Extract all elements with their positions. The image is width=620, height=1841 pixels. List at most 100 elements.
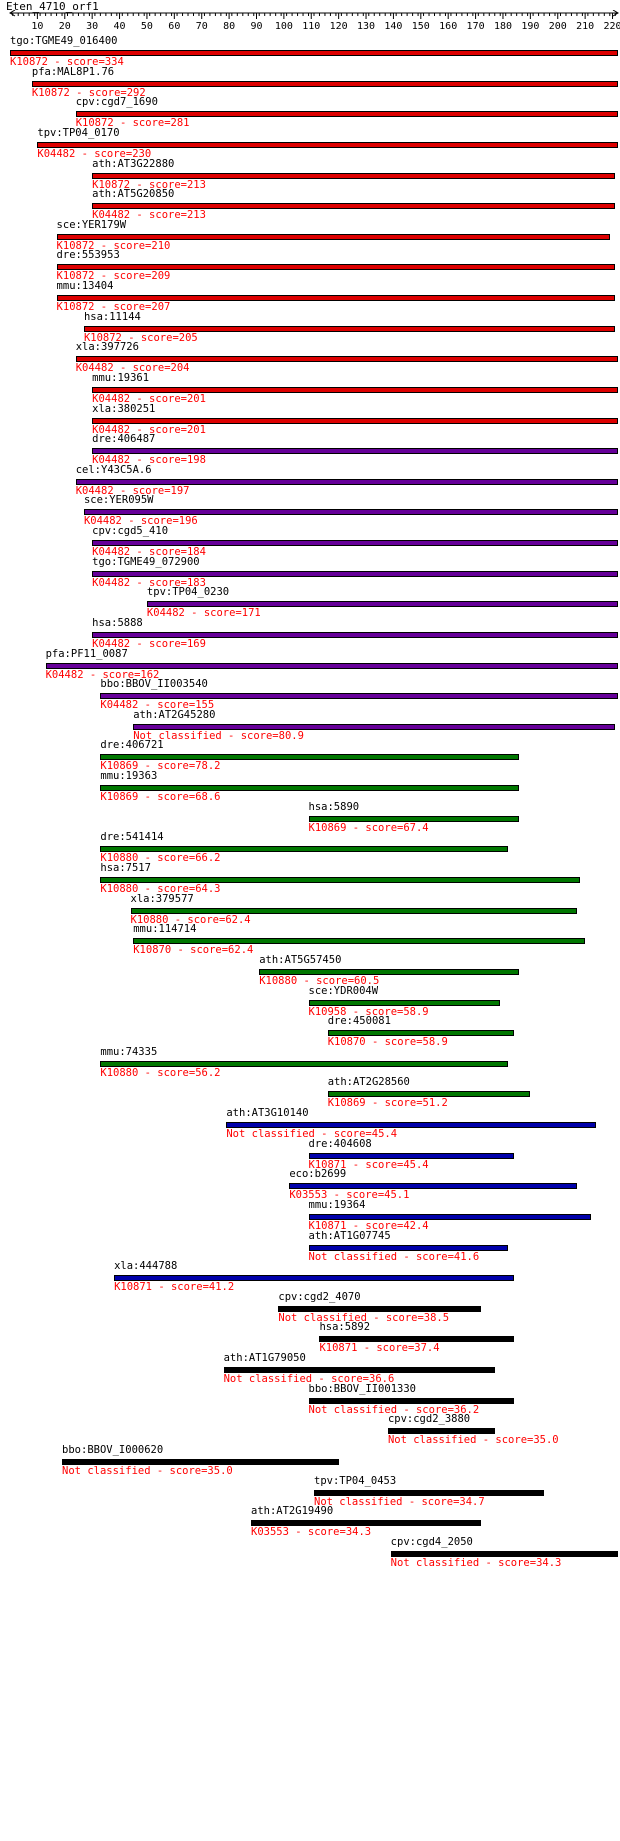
- hit-name[interactable]: bbo:BBOV_I000620: [62, 1443, 164, 1456]
- hit-name[interactable]: dre:553953: [56, 249, 120, 262]
- hit-name[interactable]: cpv:cgd2_4070: [278, 1290, 361, 1303]
- hit-name[interactable]: dre:450081: [327, 1015, 391, 1028]
- hit-name[interactable]: sce:YER095W: [83, 494, 154, 507]
- hit-name[interactable]: xla:380251: [92, 402, 156, 415]
- hit-name[interactable]: tgo:TGME49_072900: [92, 555, 200, 568]
- hit-name[interactable]: sce:YER179W: [56, 218, 127, 231]
- hit-name[interactable]: tgo:TGME49_016400: [10, 35, 118, 47]
- hit-name[interactable]: cpv:cgd2_3880: [387, 1413, 471, 1426]
- hit-name[interactable]: tpv:TP04_0170: [37, 126, 120, 139]
- hit-name[interactable]: cpv:cgd5_410: [92, 525, 169, 538]
- hit-name[interactable]: pfa:MAL8P1.76: [31, 65, 115, 78]
- hit-name[interactable]: mmu:19361: [92, 371, 150, 384]
- hit-name[interactable]: bbo:BBOV_II003540: [100, 678, 208, 691]
- hit-name[interactable]: mmu:74335: [100, 1045, 158, 1058]
- hit-name[interactable]: dre:541414: [100, 831, 164, 844]
- hit-name[interactable]: hsa:7517: [100, 862, 151, 874]
- hit-name[interactable]: ath:AT5G20850: [92, 188, 175, 201]
- hit-name[interactable]: cel:Y43C5A.6: [75, 463, 152, 476]
- hit-name[interactable]: sce:YDR004W: [308, 984, 379, 997]
- hit-name[interactable]: eco:b2699: [289, 1168, 347, 1181]
- hit-name[interactable]: xla:397726: [75, 341, 139, 354]
- hit-name[interactable]: mmu:19364: [308, 1198, 366, 1211]
- hit-name[interactable]: ath:AT2G45280: [133, 708, 216, 721]
- hit-name[interactable]: ath:AT2G28560: [327, 1076, 410, 1089]
- hit-name[interactable]: ath:AT3G22880: [92, 157, 175, 170]
- hit-name[interactable]: ath:AT2G19490: [251, 1505, 334, 1518]
- hit-name[interactable]: ath:AT3G10140: [226, 1107, 309, 1120]
- hit-name[interactable]: dre:404608: [308, 1137, 372, 1150]
- hit-name[interactable]: pfa:PF11_0087: [45, 647, 128, 660]
- hit-name[interactable]: mmu:19363: [100, 770, 158, 783]
- hit-name[interactable]: dre:406487: [92, 433, 156, 446]
- hit-name[interactable]: tpv:TP04_0230: [146, 586, 230, 599]
- hit-name[interactable]: mmu:13404: [56, 280, 114, 293]
- hit-name[interactable]: xla:379577: [130, 892, 194, 905]
- hit-name[interactable]: dre:406721: [100, 739, 164, 752]
- hit-name[interactable]: cpv:cgd7_1690: [75, 96, 158, 109]
- hit-name[interactable]: ath:AT5G57450: [259, 953, 342, 966]
- hit-name[interactable]: hsa:5892: [319, 1321, 371, 1334]
- hit-name[interactable]: tpv:TP04_0453: [314, 1474, 397, 1487]
- hit-name[interactable]: hsa:5890: [308, 800, 360, 813]
- hit-name[interactable]: hsa:11144: [83, 310, 141, 323]
- hit-name[interactable]: ath:AT1G79050: [223, 1352, 306, 1365]
- hit-name[interactable]: xla:444788: [114, 1260, 178, 1273]
- hit-name[interactable]: cpv:cgd4_2050: [390, 1535, 473, 1548]
- hit-name[interactable]: mmu:114714: [133, 923, 197, 936]
- hit-name[interactable]: hsa:5888: [92, 616, 143, 629]
- hit-name[interactable]: ath:AT1G07745: [308, 1229, 391, 1242]
- hit-name[interactable]: bbo:BBOV_II001330: [308, 1382, 416, 1395]
